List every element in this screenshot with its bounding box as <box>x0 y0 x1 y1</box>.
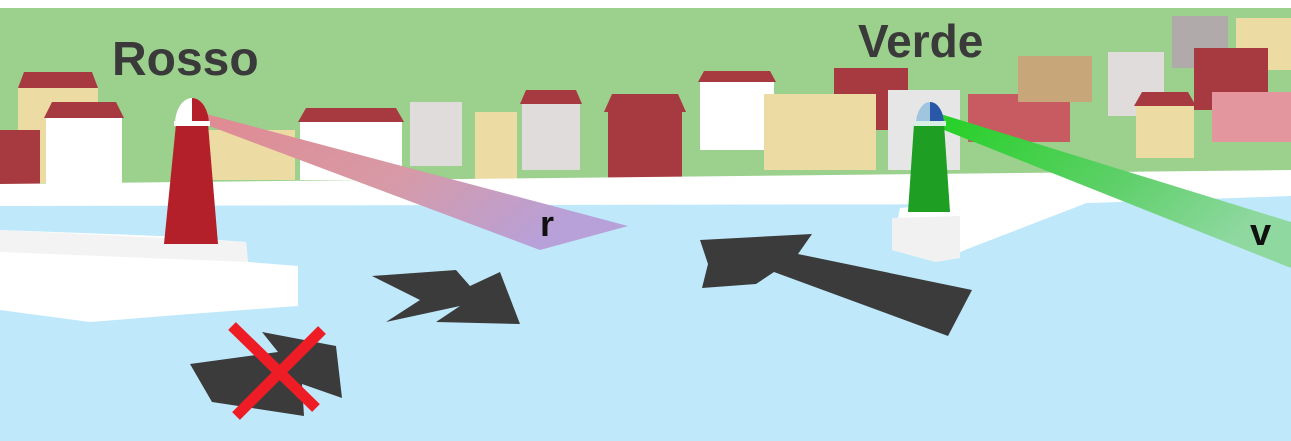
label-rosso: Rosso <box>112 33 259 86</box>
label-beam-v: v <box>1250 212 1271 254</box>
label-beam-r: r <box>540 203 554 244</box>
label-verde: Verde <box>858 15 983 67</box>
